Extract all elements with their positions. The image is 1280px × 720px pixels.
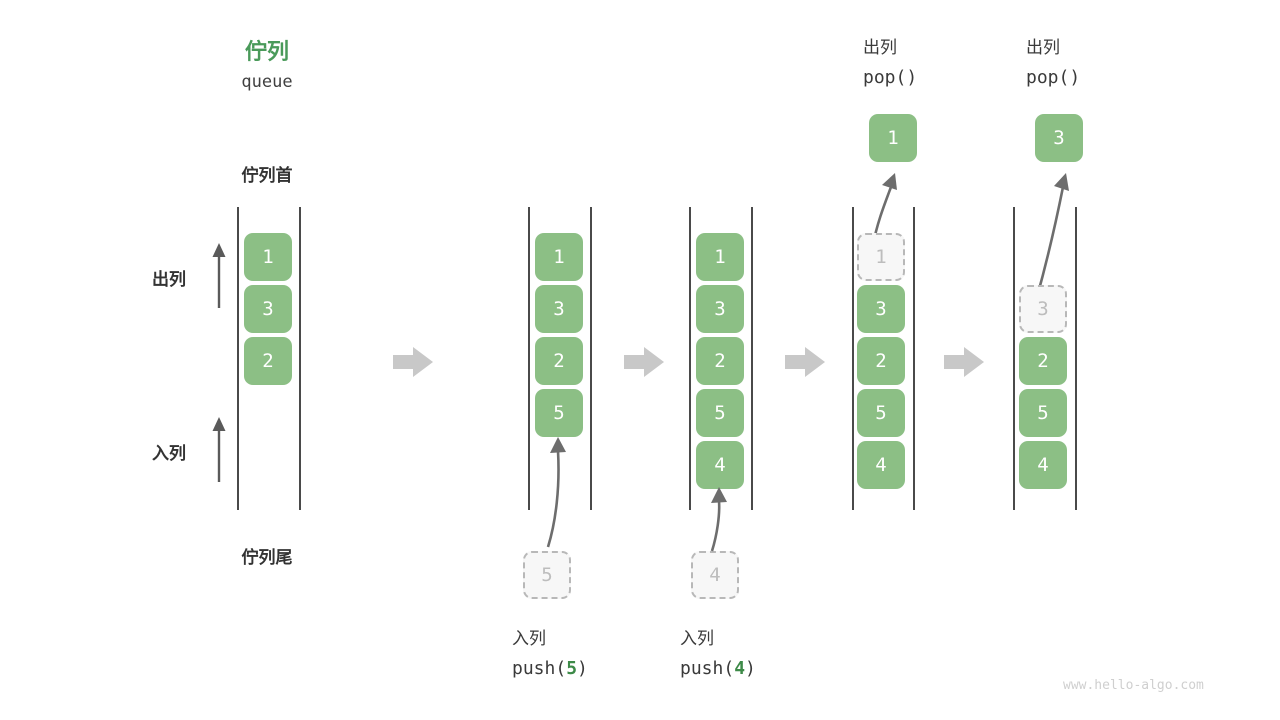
dequeue-direction-arrow-icon bbox=[212, 243, 226, 308]
queue-cell: 1 bbox=[696, 233, 744, 281]
push-arrow-icon bbox=[710, 487, 727, 552]
push-arrow-icon bbox=[546, 437, 566, 548]
incoming-element-ghost: 5 bbox=[523, 551, 571, 599]
queue-rail-right bbox=[1075, 207, 1077, 510]
enqueue-direction-label: 入列 bbox=[152, 444, 186, 463]
popped-element: 1 bbox=[869, 114, 917, 162]
queue-rail-left bbox=[528, 207, 530, 510]
queue-cell: 2 bbox=[1019, 337, 1067, 385]
transition-arrow-icon bbox=[624, 347, 664, 377]
push4-code-prefix: push( bbox=[680, 658, 735, 679]
queue-cell: 3 bbox=[244, 285, 292, 333]
pop3-caption-cn: 出列 bbox=[1026, 38, 1060, 57]
incoming-element-ghost: 4 bbox=[691, 551, 739, 599]
queue-cell: 2 bbox=[244, 337, 292, 385]
queue-cell: 5 bbox=[696, 389, 744, 437]
queue-cell: 3 bbox=[535, 285, 583, 333]
queue-cell: 5 bbox=[857, 389, 905, 437]
popped-element: 3 bbox=[1035, 114, 1083, 162]
queue-rail-right bbox=[751, 207, 753, 510]
pop1-caption-code: pop() bbox=[863, 67, 918, 88]
push4-code-suffix: ) bbox=[745, 658, 756, 679]
queue-cell: 2 bbox=[857, 337, 905, 385]
queue-cell: 4 bbox=[857, 441, 905, 489]
enqueue-direction-arrow-icon bbox=[212, 417, 226, 482]
push5-code-prefix: push( bbox=[512, 658, 567, 679]
queue-rail-right bbox=[299, 207, 301, 510]
queue-cell-removed: 1 bbox=[857, 233, 905, 281]
queue-cell: 1 bbox=[244, 233, 292, 281]
pop1-caption-cn: 出列 bbox=[863, 38, 897, 57]
push5-caption-cn: 入列 bbox=[512, 629, 546, 648]
queue-cell: 4 bbox=[696, 441, 744, 489]
queue-cell-removed: 3 bbox=[1019, 285, 1067, 333]
dequeue-direction-label: 出列 bbox=[152, 270, 186, 289]
queue-cell: 5 bbox=[1019, 389, 1067, 437]
queue-cell: 2 bbox=[696, 337, 744, 385]
queue-head-label: 佇列首 bbox=[241, 166, 293, 185]
queue-rail-left bbox=[689, 207, 691, 510]
queue-cell: 3 bbox=[696, 285, 744, 333]
push4-code-arg: 4 bbox=[734, 658, 746, 679]
queue-cell: 4 bbox=[1019, 441, 1067, 489]
watermark: www.hello-algo.com bbox=[1063, 678, 1204, 693]
transition-arrow-icon bbox=[393, 347, 433, 377]
queue-rail-left bbox=[237, 207, 239, 510]
queue-rail-right bbox=[590, 207, 592, 510]
queue-tail-label: 佇列尾 bbox=[241, 548, 293, 567]
transition-arrow-icon bbox=[785, 347, 825, 377]
push4-caption-cn: 入列 bbox=[680, 629, 714, 648]
queue-cell: 3 bbox=[857, 285, 905, 333]
queue-rail-left bbox=[852, 207, 854, 510]
diagram-title-cn: 佇列 bbox=[244, 39, 289, 64]
queue-cell: 5 bbox=[535, 389, 583, 437]
push4-caption-code: push(4) bbox=[680, 658, 756, 679]
queue-cell: 1 bbox=[535, 233, 583, 281]
queue-rail-left bbox=[1013, 207, 1015, 510]
diagram-title-en: queue bbox=[241, 72, 293, 92]
push5-code-suffix: ) bbox=[577, 658, 588, 679]
queue-rail-right bbox=[913, 207, 915, 510]
pop3-caption-code: pop() bbox=[1026, 67, 1081, 88]
push5-code-arg: 5 bbox=[566, 658, 578, 679]
pop-arrow-icon bbox=[1035, 173, 1069, 298]
push5-caption-code: push(5) bbox=[512, 658, 588, 679]
queue-cell: 2 bbox=[535, 337, 583, 385]
transition-arrow-icon bbox=[944, 347, 984, 377]
